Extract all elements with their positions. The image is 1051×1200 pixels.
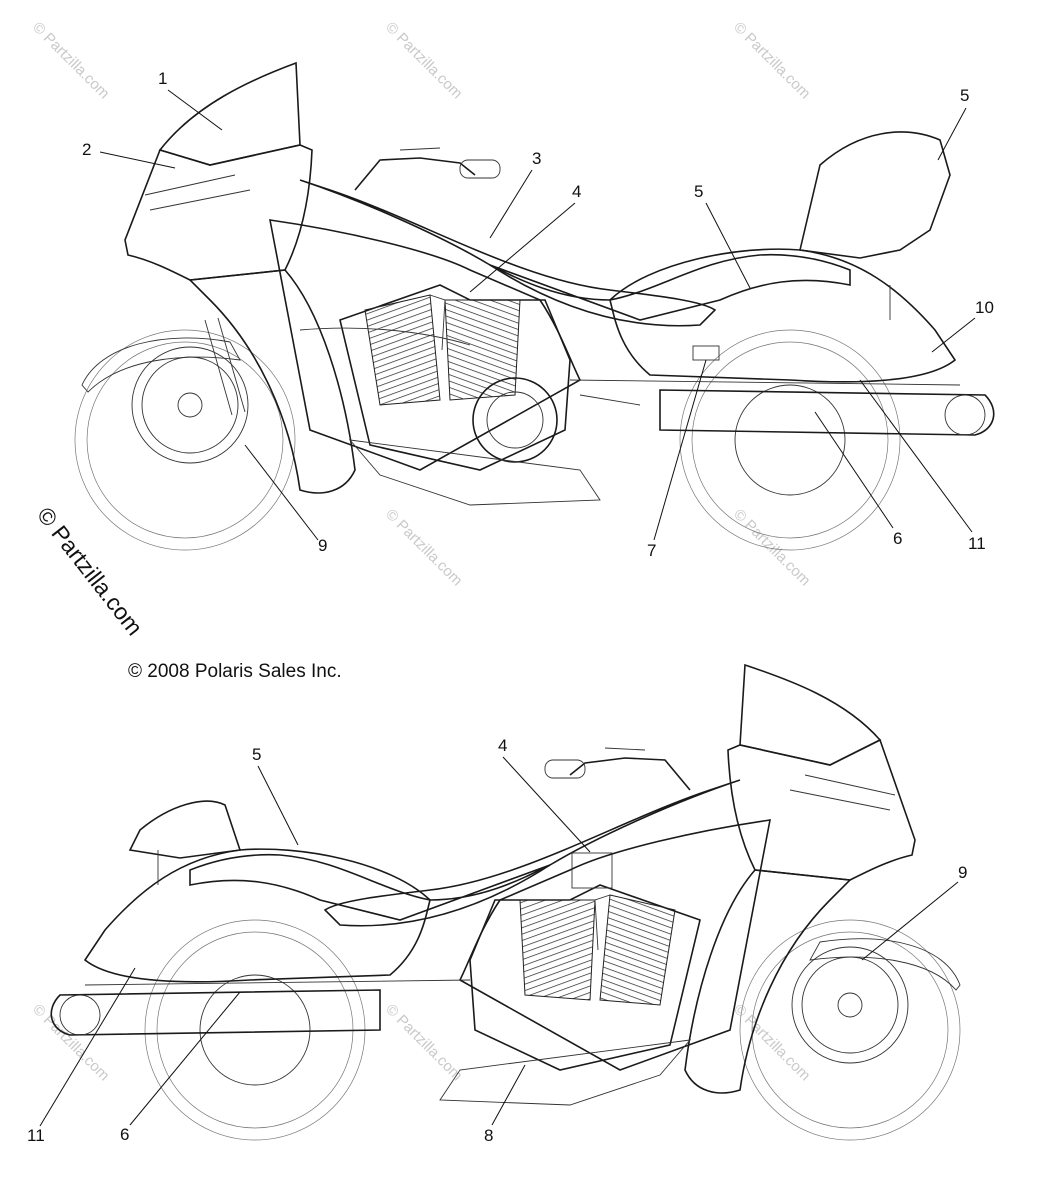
callout-label: 4: [572, 182, 581, 201]
decal-7: [692, 345, 720, 361]
leader-line: [257, 765, 299, 846]
leader-line: [129, 991, 241, 1126]
callout-label: 8: [484, 1126, 493, 1145]
leader-line: [653, 359, 707, 541]
motorcycle-left-side-view: [74, 61, 995, 551]
watermark: © Partzilla.com: [730, 506, 813, 589]
callout-label: 10: [975, 298, 994, 317]
engine: [469, 852, 701, 1071]
leader-line: [814, 411, 894, 529]
motorcycle-right-side-view: [50, 663, 961, 1141]
callout-label: 5: [694, 182, 703, 201]
callout-label: 1: [158, 69, 167, 88]
watermark: © Partzilla.com: [730, 19, 813, 102]
watermark: © Partzilla.com: [382, 1001, 465, 1084]
callout-label: 9: [958, 863, 967, 882]
leader-line: [705, 202, 751, 289]
leader-line: [502, 756, 591, 853]
copyright-notice: © 2008 Polaris Sales Inc.: [128, 661, 342, 682]
callout-label: 7: [647, 541, 656, 560]
callout-label: 2: [82, 140, 91, 159]
leader-line: [99, 151, 176, 169]
leader-line: [39, 967, 136, 1127]
leader-line: [931, 317, 976, 353]
watermark: © Partzilla.com: [29, 19, 112, 102]
leader-line: [167, 89, 223, 131]
leader-line: [861, 881, 959, 961]
callout-label: 11: [27, 1126, 45, 1145]
leader-line: [859, 379, 973, 533]
callouts-bottom: 5 4 9 11 6 8: [27, 736, 967, 1145]
leader-line: [489, 169, 533, 239]
callout-label: 5: [960, 86, 969, 105]
callout-label: 9: [318, 536, 327, 555]
callout-label: 5: [252, 745, 261, 764]
watermark: © Partzilla.com: [382, 19, 465, 102]
watermark: © Partzilla.com: [382, 506, 465, 589]
watermark-layer: © Partzilla.com © Partzilla.com © Partzi…: [29, 19, 813, 1084]
leader-line: [491, 1064, 526, 1126]
leader-line: [469, 202, 576, 293]
callout-label: 3: [532, 149, 541, 168]
callout-label: 6: [120, 1125, 129, 1144]
callout-label: 6: [893, 529, 902, 548]
callout-label: 11: [968, 534, 986, 553]
side-watermark: © Partzilla.com: [32, 502, 148, 640]
leader-line: [937, 107, 967, 161]
leader-line: [244, 444, 319, 541]
callout-label: 4: [498, 736, 507, 755]
engine: [339, 284, 571, 471]
callouts-top: 1 2 3 4 5 5 10 9 7 6 11: [82, 69, 994, 560]
